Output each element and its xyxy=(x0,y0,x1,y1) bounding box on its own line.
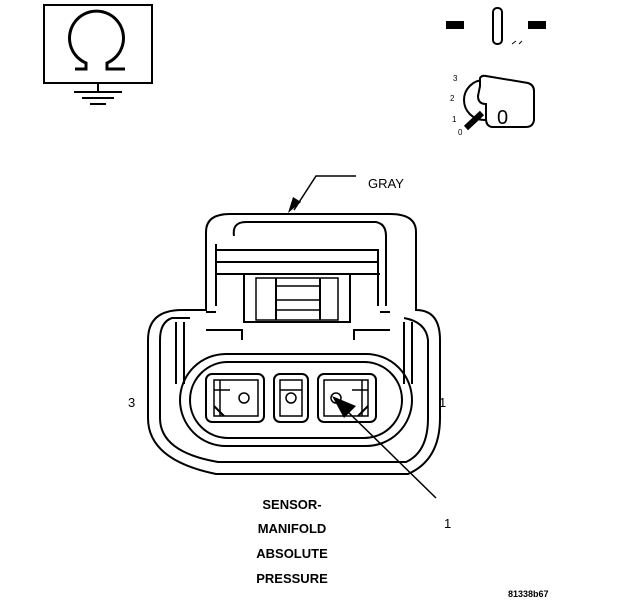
cavity-3 xyxy=(205,373,265,423)
cavity-2 xyxy=(273,373,309,423)
ohm-box xyxy=(43,4,153,84)
ground-icon xyxy=(74,91,122,105)
ignition-key-icon: 3 2 1 0 0 xyxy=(450,74,535,137)
connector-name-line-3: ABSOLUTE xyxy=(256,546,328,561)
wire-color-label: GRAY xyxy=(368,176,404,191)
ohm-symbol-icon xyxy=(68,9,125,71)
connector-name-line-4: PRESSURE xyxy=(256,571,328,586)
wire-color-callout: GRAY xyxy=(288,175,404,213)
key-position-label: 0 xyxy=(497,107,508,129)
connector-body xyxy=(147,213,441,475)
connector-name: SENSOR- MANIFOLD ABSOLUTE PRESSURE xyxy=(256,497,328,586)
figure-id: 81338b67 xyxy=(508,589,549,599)
battery-disconnect-icon xyxy=(446,7,546,45)
pin-label-right: 1 xyxy=(439,395,446,410)
key-position-1: 1 xyxy=(452,115,457,124)
cavity-inner-ring xyxy=(189,361,403,439)
ohmmeter-ground-icon xyxy=(43,4,153,105)
cavity-callout: 1 xyxy=(332,396,451,531)
callout-label: 1 xyxy=(444,516,451,531)
cavity-outer-ring xyxy=(179,353,413,447)
connector-name-line-2: MANIFOLD xyxy=(258,521,327,536)
connector-outer-shell xyxy=(147,213,441,475)
key-position-0: 0 xyxy=(458,128,463,137)
pin-label-left: 3 xyxy=(128,395,135,410)
key-position-3: 3 xyxy=(453,74,458,83)
connector-name-line-1: SENSOR- xyxy=(262,497,321,512)
key-position-2: 2 xyxy=(450,94,455,103)
